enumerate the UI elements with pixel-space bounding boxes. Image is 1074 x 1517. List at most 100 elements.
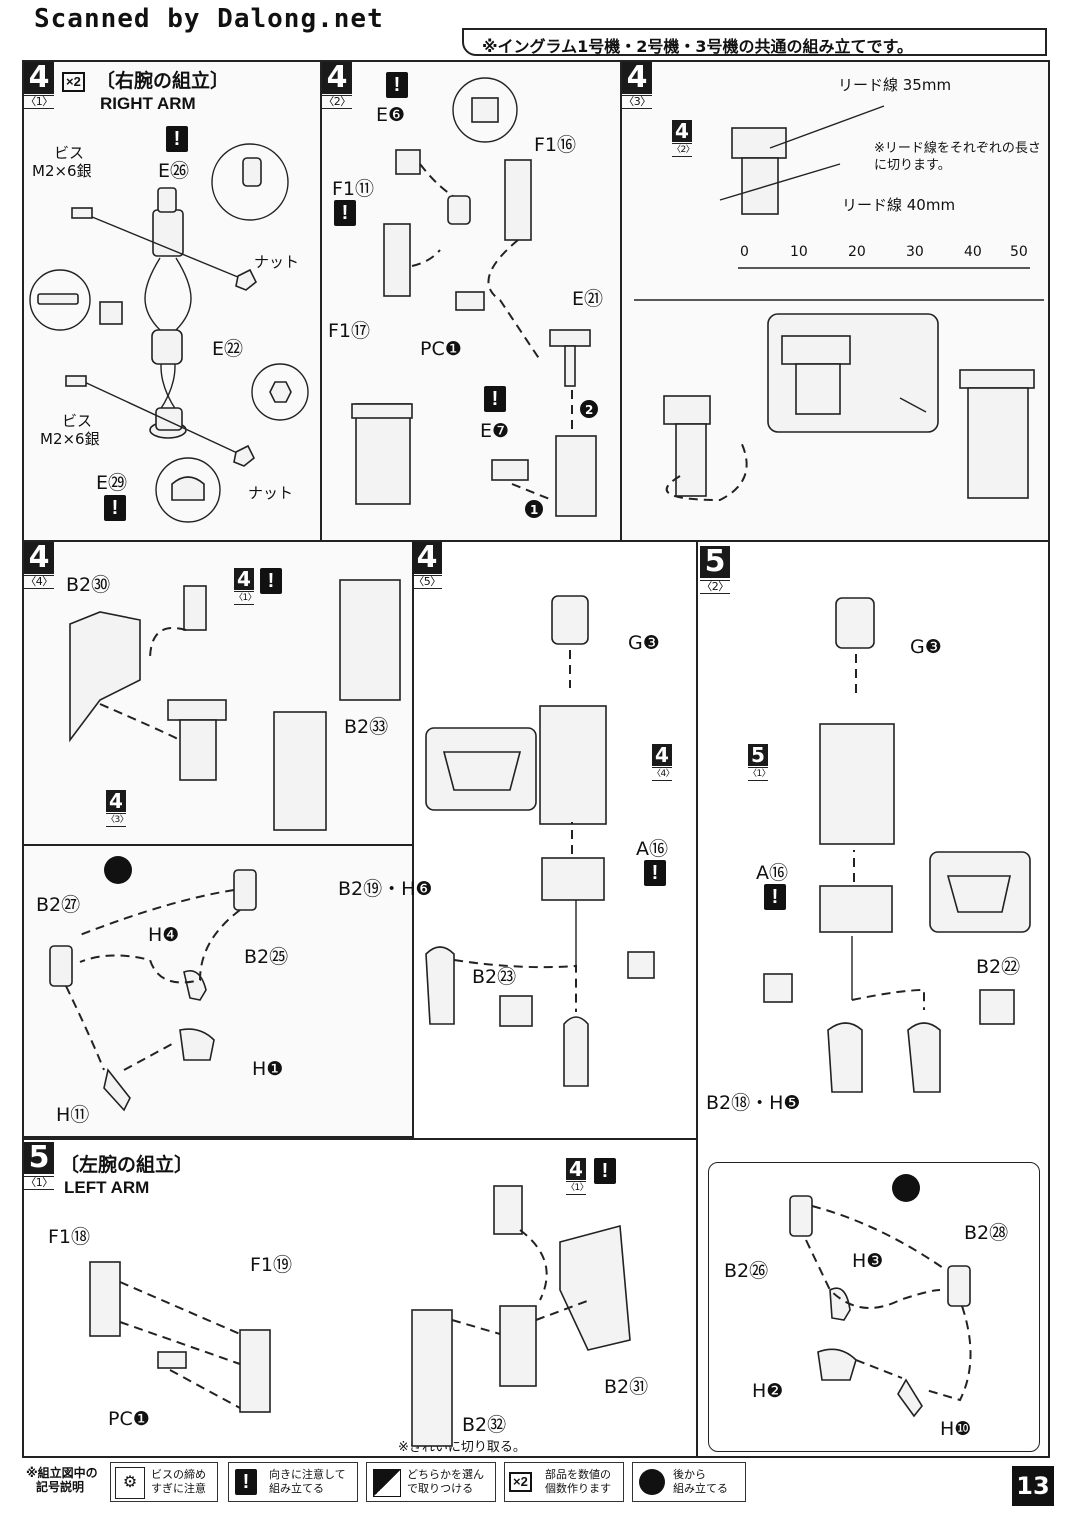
- step-sub: 〈2〉: [700, 580, 730, 594]
- step4-4-illustration: [69, 579, 401, 831]
- legend-item-line: どちらかを選ん: [407, 1468, 484, 1481]
- ruler-label: 40: [964, 244, 982, 260]
- x2-icon: ×2: [509, 1472, 532, 1492]
- label-f1-18: F1⑱: [48, 1226, 91, 1248]
- screw-icon: ⚙: [115, 1467, 145, 1499]
- label-b2-22: B2㉒: [976, 956, 1021, 978]
- legend-item-line: で取りつける: [407, 1482, 474, 1495]
- legend-heading: ※組立図中の 記号説明: [26, 1466, 98, 1494]
- step5-2-illustration: [763, 597, 1031, 1418]
- label-nut: ナット: [254, 253, 300, 271]
- legend-item-line: 組み立てる: [673, 1482, 728, 1495]
- exclamation-icon: !: [166, 126, 188, 152]
- label-nut-2: ナット: [248, 484, 294, 502]
- step5-1-illustration: [89, 1185, 631, 1447]
- label-e7: E❼: [480, 420, 510, 442]
- exclamation-icon: !: [764, 884, 786, 910]
- label-h3: H❸: [852, 1250, 884, 1272]
- step-number: 4: [322, 62, 352, 94]
- legend-item-line: 向きに注意して: [269, 1468, 346, 1481]
- label-a16: A⑯: [636, 838, 668, 860]
- label-g3: G❸: [910, 636, 942, 658]
- legend-item-text: 後から組み立てる: [673, 1468, 728, 1496]
- label-f1-19: F1⑲: [250, 1254, 293, 1276]
- legend-item-line: 後から: [673, 1468, 706, 1481]
- legend-item: 後から組み立てる: [632, 1462, 746, 1502]
- label-b2-31: B2㉛: [604, 1376, 649, 1398]
- page-number: 13: [1012, 1466, 1054, 1506]
- label-b2-28: B2㉘: [964, 1222, 1009, 1244]
- ref-step: 4: [672, 120, 692, 142]
- back-assembly-icon: [639, 1469, 665, 1495]
- label-h4: H❹: [148, 924, 180, 946]
- step-sub: 〈3〉: [622, 95, 652, 109]
- label-e6: E❻: [376, 104, 406, 126]
- right-arm-illustration: [29, 143, 309, 523]
- step-title-jp: 〔右腕の組立〕: [96, 70, 230, 92]
- label-h2: H❷: [752, 1380, 784, 1402]
- label-bis-size-2: M2×6銀: [40, 430, 100, 448]
- label-bis-size: M2×6銀: [32, 162, 92, 180]
- label-b2-27: B2㉗: [36, 894, 81, 916]
- legend-item-text: どちらかを選んで取りつける: [407, 1468, 484, 1496]
- ref-step: 4: [652, 744, 672, 766]
- header-note: ※イングラム1号機・2号機・3号機の共通の組み立てです。: [482, 37, 913, 56]
- ref-step: 4: [566, 1158, 586, 1180]
- exclamation-icon: !: [594, 1158, 616, 1184]
- legend-item-text: 向きに注意して組み立てる: [269, 1468, 346, 1496]
- label-b2-18: B2⑱・H❺: [706, 1092, 801, 1114]
- step-number: 5: [24, 1142, 54, 1174]
- legend-item-text: 部品を数値の個数作ります: [545, 1468, 611, 1496]
- ref-step-sub: 〈3〉: [106, 813, 129, 827]
- label-h10: H❿: [940, 1418, 972, 1440]
- legend-item: ×2 部品を数値の個数作ります: [504, 1462, 624, 1502]
- legend-item: どちらかを選んで取りつける: [366, 1462, 496, 1502]
- ref-step-sub: 〈1〉: [748, 767, 771, 781]
- legend-item-text: ビスの締めすぎに注意: [151, 1468, 206, 1496]
- ruler-label: 50: [1010, 244, 1028, 260]
- step-order-2: 2: [585, 403, 593, 417]
- exclamation-icon: !: [644, 860, 666, 886]
- legend-item: ⚙ ビスの締めすぎに注意: [110, 1462, 218, 1502]
- header-note-box: ※イングラム1号機・2号機・3号機の共通の組み立てです。: [462, 28, 1047, 56]
- cut-note-1: ※リード線をそれぞれの長さに切ります。: [874, 141, 1041, 173]
- exclamation-icon: !: [235, 1469, 257, 1495]
- ref-step-sub: 〈4〉: [652, 767, 675, 781]
- ref-step: 4: [234, 568, 254, 590]
- step-title-en: LEFT ARM: [64, 1178, 150, 1197]
- label-e22: E㉒: [212, 338, 244, 360]
- legend-item-line: 組み立てる: [269, 1482, 324, 1495]
- legend-item-line: すぎに注意: [151, 1482, 206, 1495]
- label-b2-26: B2㉖: [724, 1260, 769, 1282]
- label-f1-16: F1⑯: [534, 134, 577, 156]
- ruler-label: 0: [740, 244, 749, 260]
- watermark: Scanned by Dalong.net: [34, 4, 384, 34]
- label-h1: H❶: [252, 1058, 284, 1080]
- step-number: 5: [700, 546, 730, 578]
- hand-illustration: [49, 856, 257, 1112]
- step-sub: 〈5〉: [412, 575, 442, 589]
- label-h11: H⑪: [56, 1104, 90, 1126]
- ref-step: 4: [106, 790, 126, 812]
- legend-bar: ※組立図中の 記号説明 ⚙ ビスの締めすぎに注意 ! 向きに注意して組み立てる …: [22, 1462, 1012, 1504]
- ruler-label: 10: [790, 244, 808, 260]
- label-f1-17: F1⑰: [328, 320, 371, 342]
- label-e29: E㉙: [96, 472, 128, 494]
- legend-heading-2: 記号説明: [36, 1480, 85, 1494]
- ref-step-sub: 〈2〉: [672, 143, 695, 157]
- label-b2-25: B2㉕: [244, 946, 289, 968]
- label-e21: E㉑: [572, 288, 604, 310]
- label-b2-33: B2㉝: [344, 716, 389, 738]
- label-e26: E㉖: [158, 160, 190, 182]
- step-number: 4: [24, 62, 54, 94]
- step-order-1: 1: [530, 503, 538, 517]
- step4-2-illustration: 1 2: [351, 77, 598, 518]
- label-b2-23: B2㉓: [472, 966, 517, 988]
- step4-5-illustration: [425, 595, 655, 1087]
- choose-icon: [373, 1469, 401, 1497]
- label-b2-19: B2⑲・H❻: [338, 878, 433, 900]
- label-bis: ビス: [54, 144, 85, 162]
- panel-hand-assembly-left: [708, 1162, 1040, 1452]
- step-title-en: RIGHT ARM: [100, 94, 196, 113]
